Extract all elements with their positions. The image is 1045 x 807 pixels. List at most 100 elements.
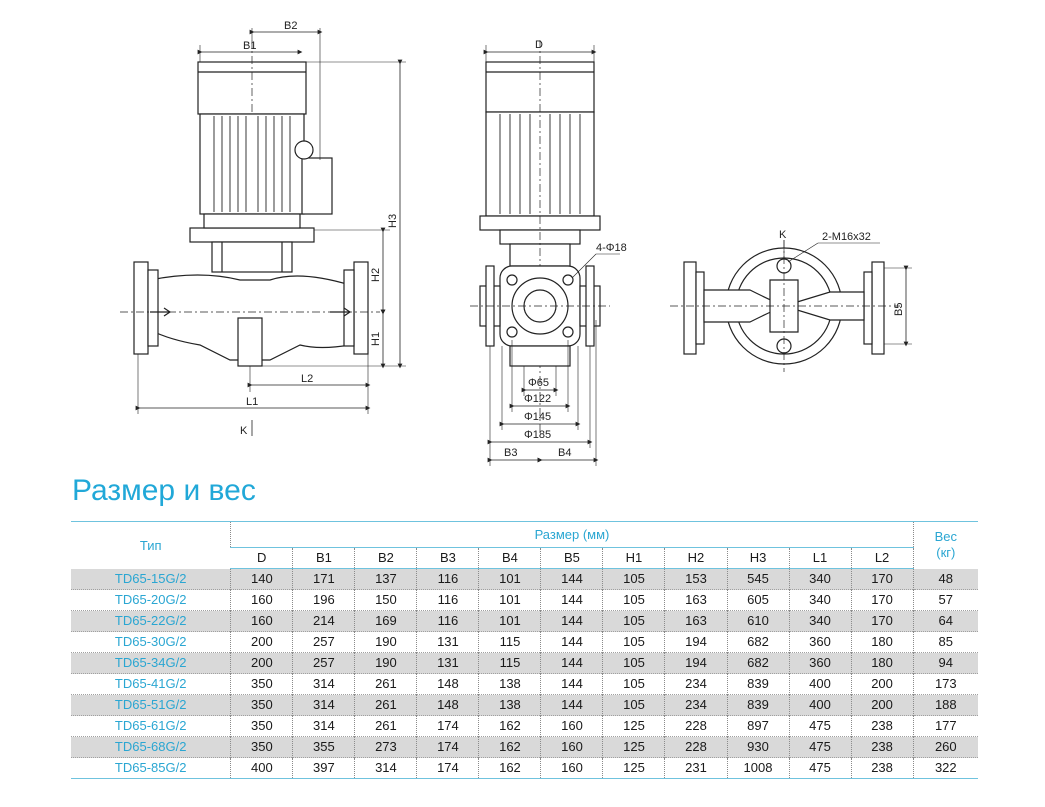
model-cell: TD65-15G/2 xyxy=(71,568,231,590)
dimension-cell: 930 xyxy=(726,736,790,758)
weight-cell: 260 xyxy=(912,736,978,758)
dim-label-d: D xyxy=(535,39,543,51)
model-cell: TD65-34G/2 xyxy=(71,652,231,674)
dimension-cell: 897 xyxy=(726,715,790,737)
dimension-cell: 400 xyxy=(788,694,852,716)
model-cell: TD65-41G/2 xyxy=(114,676,187,691)
dimension-cell: 174 xyxy=(416,757,479,779)
dimension-cell: 261 xyxy=(354,694,417,716)
dimension-cell: 162 xyxy=(478,757,541,779)
dimension-cell: 144 xyxy=(540,589,603,611)
dim-label-b5: B5 xyxy=(893,303,905,316)
dimension-cell: 137 xyxy=(354,568,417,590)
dim-label-phi145: Φ145 xyxy=(524,411,551,423)
dimension-cell: 101 xyxy=(478,589,541,611)
dimension-cell: 400 xyxy=(788,673,852,695)
dimension-cell: 162 xyxy=(478,715,541,737)
dimension-cell: 170 xyxy=(850,568,914,590)
dimension-cell: 105 xyxy=(602,694,665,716)
dimension-cell: 140 xyxy=(230,568,293,590)
model-cell: TD65-51G/2 xyxy=(71,694,231,716)
dimension-cell: 169 xyxy=(354,610,417,632)
dimension-cell: 144 xyxy=(540,568,603,590)
model-cell: TD65-85G/2 xyxy=(114,760,187,775)
weight-header-line1: Вес xyxy=(934,529,957,545)
dimension-cell: 350 xyxy=(230,673,293,695)
dimension-cell: 355 xyxy=(292,736,355,758)
dim-label-h3: H3 xyxy=(387,214,399,228)
dimension-cell: 194 xyxy=(664,631,727,653)
dimension-cell: 105 xyxy=(602,610,665,632)
dimension-cell: 105 xyxy=(602,652,665,674)
dimension-cell: 160 xyxy=(540,736,603,758)
dimension-cell: 605 xyxy=(726,589,790,611)
dimension-cell: 163 xyxy=(664,610,727,632)
size-group-header: Размер (мм) xyxy=(230,521,914,548)
dim-column-header: B4 xyxy=(478,547,541,569)
dim-label-h2: H2 xyxy=(370,268,382,282)
weight-cell: 64 xyxy=(912,610,978,632)
dimension-cell: 545 xyxy=(726,568,790,590)
dim-label-l1: L1 xyxy=(246,396,258,408)
weight-cell: 173 xyxy=(912,673,978,695)
dimension-cell: 160 xyxy=(230,610,293,632)
dim-label-l2: L2 xyxy=(301,373,313,385)
dim-label-b1: B1 xyxy=(243,40,256,52)
bolt-thread-label: 2-M16x32 xyxy=(822,231,871,243)
dimension-cell: 116 xyxy=(416,568,479,590)
dimension-cell: 314 xyxy=(292,715,355,737)
weight-cell: 57 xyxy=(912,589,978,611)
dimension-cell: 257 xyxy=(292,631,355,653)
dimension-cell: 125 xyxy=(602,715,665,737)
weight-cell: 48 xyxy=(912,568,978,590)
dimension-cell: 180 xyxy=(850,652,914,674)
model-cell: TD65-30G/2 xyxy=(114,634,187,649)
dim-column-header: B1 xyxy=(292,547,355,569)
dimension-cell: 234 xyxy=(664,694,727,716)
dimension-cell: 234 xyxy=(664,673,727,695)
dimension-cell: 138 xyxy=(478,694,541,716)
weight-cell: 188 xyxy=(912,694,978,716)
dimension-cell: 116 xyxy=(416,610,479,632)
dimension-cell: 174 xyxy=(416,736,479,758)
dimension-cell: 238 xyxy=(850,715,914,737)
dimension-cell: 131 xyxy=(416,631,479,653)
dimension-cell: 160 xyxy=(230,589,293,611)
dimension-cell: 340 xyxy=(788,610,852,632)
dimension-cell: 148 xyxy=(416,694,479,716)
weight-column-header: Вес (кг) xyxy=(912,521,978,569)
dim-label-phi185: Φ185 xyxy=(524,429,551,441)
model-cell: TD65-22G/2 xyxy=(71,610,231,632)
dimension-cell: 160 xyxy=(540,715,603,737)
dim-label-phi65: Φ65 xyxy=(528,377,549,389)
dimension-cell: 475 xyxy=(788,757,852,779)
technical-drawing-svg: B2 B1 H3 H2 H1 L2 L1 K xyxy=(120,20,912,466)
dim-label-h1: H1 xyxy=(370,332,382,346)
dimension-cell: 682 xyxy=(726,652,790,674)
dimension-cell: 839 xyxy=(726,694,790,716)
dimension-cell: 257 xyxy=(292,652,355,674)
dim-column-header: D xyxy=(230,547,293,569)
dimension-cell: 196 xyxy=(292,589,355,611)
dim-column-header: H1 xyxy=(602,547,665,569)
dimension-cell: 163 xyxy=(664,589,727,611)
dimension-cell: 340 xyxy=(788,568,852,590)
dimension-cell: 214 xyxy=(292,610,355,632)
dimension-cell: 144 xyxy=(540,610,603,632)
dim-label-k: K xyxy=(240,425,248,437)
pump-dimension-drawing: B2 B1 H3 H2 H1 L2 L1 K xyxy=(120,20,912,466)
dimension-cell: 144 xyxy=(540,673,603,695)
dimension-cell: 174 xyxy=(416,715,479,737)
dim-column-header: L1 xyxy=(788,547,852,569)
model-column-header: Тип xyxy=(139,537,162,553)
bolt-holes-label: 4-Φ18 xyxy=(596,242,627,254)
dim-label-b2: B2 xyxy=(284,20,297,32)
dimension-cell: 160 xyxy=(540,757,603,779)
dimension-cell: 261 xyxy=(354,715,417,737)
dimension-cell: 350 xyxy=(230,694,293,716)
